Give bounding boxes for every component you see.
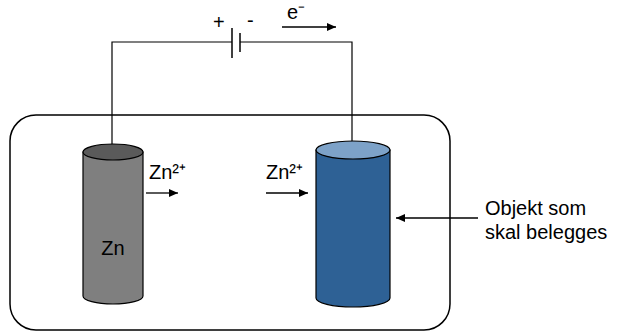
electrode-label: Zn (101, 237, 124, 260)
polarity-sign: - (247, 8, 254, 32)
electron-arrow (282, 26, 336, 27)
wire (240, 42, 352, 142)
polarity-sign: + (213, 10, 225, 34)
electron-symbol: e⁻ (287, 0, 305, 24)
ion-label: Zn²⁺ (266, 160, 303, 184)
coated-object (316, 141, 390, 307)
battery-plate (231, 28, 233, 58)
ion-arrow (266, 192, 308, 193)
battery-plate (239, 33, 241, 52)
electrolyte-bath (10, 115, 450, 330)
cylinder-shape (82, 143, 144, 305)
ion-label: Zn²⁺ (149, 160, 186, 184)
zinc-electrode: Zn (82, 143, 144, 305)
ion-arrow (146, 192, 178, 193)
leader-arrow (396, 217, 478, 218)
object-label: Objekt som skal belegges (485, 196, 625, 244)
wire (112, 42, 232, 152)
